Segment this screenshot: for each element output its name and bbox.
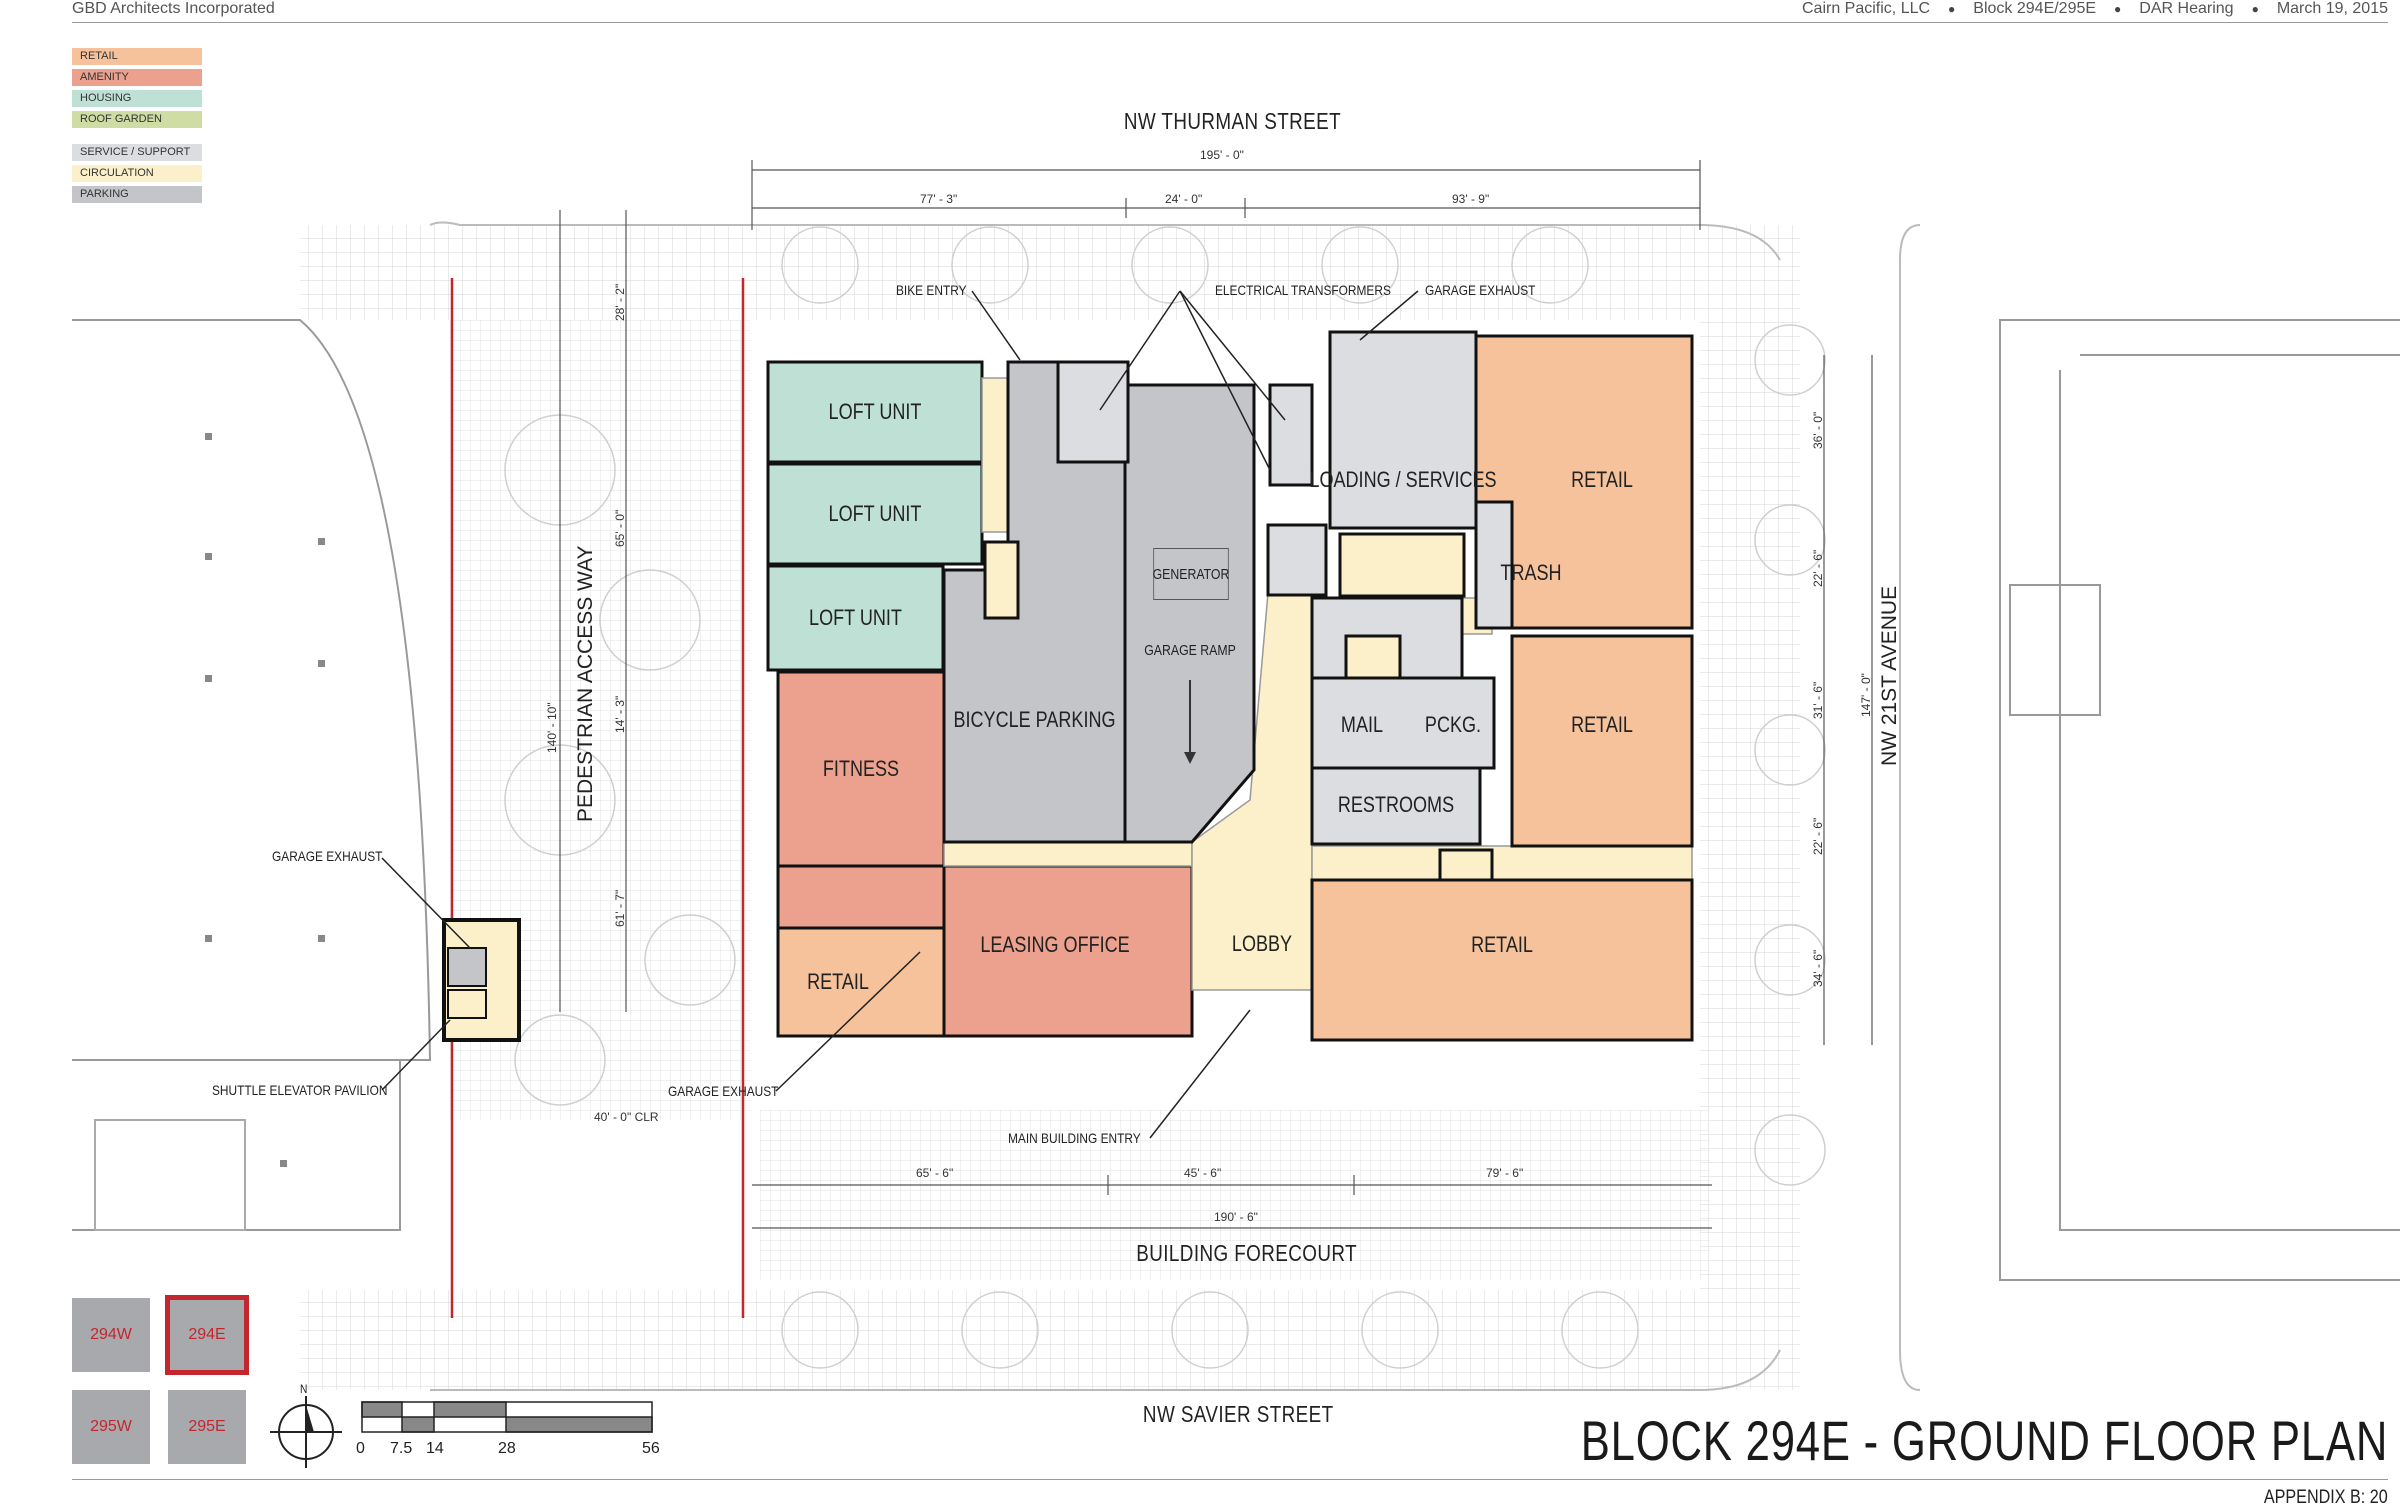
- east-sidewalk: [1700, 230, 1800, 1360]
- project-name: Block 294E/295E: [1973, 0, 2097, 17]
- room-retail-southeast: RETAIL: [1471, 932, 1533, 957]
- parking-zone: [942, 360, 1256, 844]
- room-generator: GENERATOR: [1153, 548, 1229, 600]
- meeting-name: DAR Hearing: [2139, 0, 2234, 17]
- scale-7-5: 7.5: [390, 1440, 413, 1457]
- room-loading-services: LOADING / SERVICES: [1309, 467, 1497, 492]
- callout-shuttle-elevator: SHUTTLE ELEVATOR PAVILION: [212, 1082, 388, 1098]
- header-rule: [72, 22, 2388, 23]
- forecourt-label: BUILDING FORECOURT: [1136, 1240, 1358, 1266]
- room-retail-east: RETAIL: [1571, 712, 1633, 737]
- dimension-lines: [559, 160, 1873, 1229]
- east-street-label: NW 21ST AVENUE: [1878, 585, 1901, 766]
- shuttle-pavilion: [442, 918, 521, 1042]
- bullet-icon: ●: [1948, 2, 1956, 16]
- west-building: [72, 319, 432, 1231]
- dim-west-3: 14' - 3": [613, 695, 627, 733]
- callout-electrical-transformers: ELECTRICAL TRANSFORMERS: [1215, 282, 1391, 298]
- dim-north-3: 93' - 9": [1452, 192, 1490, 206]
- legend-housing: HOUSING: [72, 90, 202, 107]
- room-restrooms: RESTROOMS: [1337, 792, 1455, 817]
- room-loft-unit-1: LOFT UNIT: [828, 399, 922, 424]
- legend-circulation: CIRCULATION: [72, 165, 202, 182]
- room-garage-ramp: GARAGE RAMP: [1144, 641, 1236, 659]
- dim-overall-south: 190' - 6": [1214, 1210, 1258, 1224]
- dim-east-2: 22' - 6": [1811, 549, 1825, 587]
- firm-name: GBD Architects Incorporated: [72, 0, 275, 17]
- west-street-label: PEDESTRIAN ACCESS WAY: [574, 545, 597, 822]
- dim-south-1: 65' - 6": [916, 1166, 954, 1180]
- sheet-title: BLOCK 294E - GROUND FLOOR PLAN: [1580, 1409, 2388, 1472]
- elevator-core: [983, 532, 1494, 892]
- amenity-zone: [776, 670, 1194, 1038]
- dim-south-2: 45' - 6": [1184, 1166, 1222, 1180]
- north-street-label: NW THURMAN STREET: [1123, 108, 1342, 134]
- north-arrow-icon: [270, 1396, 342, 1468]
- dim-north-2: 24' - 0": [1165, 192, 1203, 206]
- room-lobby: LOBBY: [1231, 931, 1293, 956]
- callout-bike-entry: BIKE ENTRY: [896, 282, 967, 298]
- forecourt-paving: [760, 1110, 1710, 1280]
- callout-garage-exhaust-west: GARAGE EXHAUST: [272, 848, 383, 864]
- room-package: PCKG.: [1424, 712, 1482, 737]
- key-block-295w[interactable]: 295W: [72, 1390, 150, 1464]
- scale-bar-icon: [361, 1401, 653, 1433]
- north-sidewalk: [300, 225, 1800, 320]
- project-info: Cairn Pacific, LLC ● Block 294E/295E ● D…: [1802, 0, 2388, 18]
- dim-east-5: 34' - 6": [1811, 949, 1825, 987]
- room-retail-northeast: RETAIL: [1571, 467, 1633, 492]
- east-building: [1999, 319, 2400, 1281]
- callout-garage-exhaust-north: GARAGE EXHAUST: [1425, 282, 1536, 298]
- scale-14: 14: [426, 1440, 444, 1457]
- dim-west-4: 61' - 7": [613, 889, 627, 927]
- dim-east-4: 22' - 6": [1811, 817, 1825, 855]
- dim-north-1: 77' - 3": [920, 192, 958, 206]
- dim-clear: 40' - 0" CLR: [594, 1110, 659, 1124]
- dim-west-1: 28' - 2": [613, 283, 627, 321]
- room-trash: TRASH: [1500, 560, 1562, 585]
- bullet-icon: ●: [2114, 2, 2122, 16]
- callout-main-building-entry: MAIN BUILDING ENTRY: [1008, 1130, 1141, 1146]
- north-arrow-label: N: [300, 1382, 308, 1396]
- room-leasing-office: LEASING OFFICE: [980, 932, 1130, 957]
- key-block-295e[interactable]: 295E: [168, 1390, 246, 1464]
- dim-east-1: 36' - 0": [1811, 411, 1825, 449]
- footer-rule: [72, 1479, 2388, 1480]
- scale-28: 28: [498, 1440, 516, 1457]
- retail-zone: [1310, 334, 1694, 1042]
- west-columns: [205, 433, 325, 1167]
- key-block-294w[interactable]: 294W: [72, 1298, 150, 1372]
- legend-retail: RETAIL: [72, 48, 202, 65]
- dim-overall-north: 195' - 0": [1200, 148, 1244, 162]
- key-block-294e-active[interactable]: 294E: [165, 1295, 249, 1375]
- legend-roof-garden: ROOF GARDEN: [72, 111, 202, 128]
- room-retail-west: RETAIL: [807, 969, 869, 994]
- client-name: Cairn Pacific, LLC: [1802, 0, 1931, 17]
- scale-56: 56: [642, 1440, 660, 1457]
- south-street-label: NW SAVIER STREET: [1142, 1401, 1334, 1427]
- legend-parking: PARKING: [72, 186, 202, 203]
- room-mail: MAIL: [1340, 712, 1384, 737]
- color-legend: RETAIL AMENITY HOUSING ROOF GARDEN SERVI…: [72, 48, 202, 207]
- bullet-icon: ●: [2251, 2, 2259, 16]
- room-fitness: FITNESS: [822, 756, 900, 781]
- meeting-date: March 19, 2015: [2276, 0, 2388, 17]
- legend-service: SERVICE / SUPPORT: [72, 144, 202, 161]
- room-loft-unit-3: LOFT UNIT: [809, 605, 902, 630]
- legend-amenity: AMENITY: [72, 69, 202, 86]
- south-sidewalk: [300, 1290, 1800, 1390]
- dim-west-2: 65' - 0": [613, 509, 627, 547]
- callout-garage-exhaust-south: GARAGE EXHAUST: [668, 1083, 779, 1099]
- room-loft-unit-2: LOFT UNIT: [828, 501, 922, 526]
- appendix-number: APPENDIX B: 20: [2264, 1487, 2388, 1508]
- housing-zone: [766, 360, 984, 672]
- dim-east-3: 31' - 6": [1811, 681, 1825, 719]
- dim-south-3: 79' - 6": [1486, 1166, 1524, 1180]
- dim-east-total: 147' - 0": [1859, 673, 1873, 717]
- scale-0: 0: [356, 1440, 365, 1457]
- dim-west-total: 140' - 10": [545, 702, 559, 753]
- leader-lines: [381, 290, 1419, 1139]
- room-bicycle-parking: BICYCLE PARKING: [953, 707, 1116, 732]
